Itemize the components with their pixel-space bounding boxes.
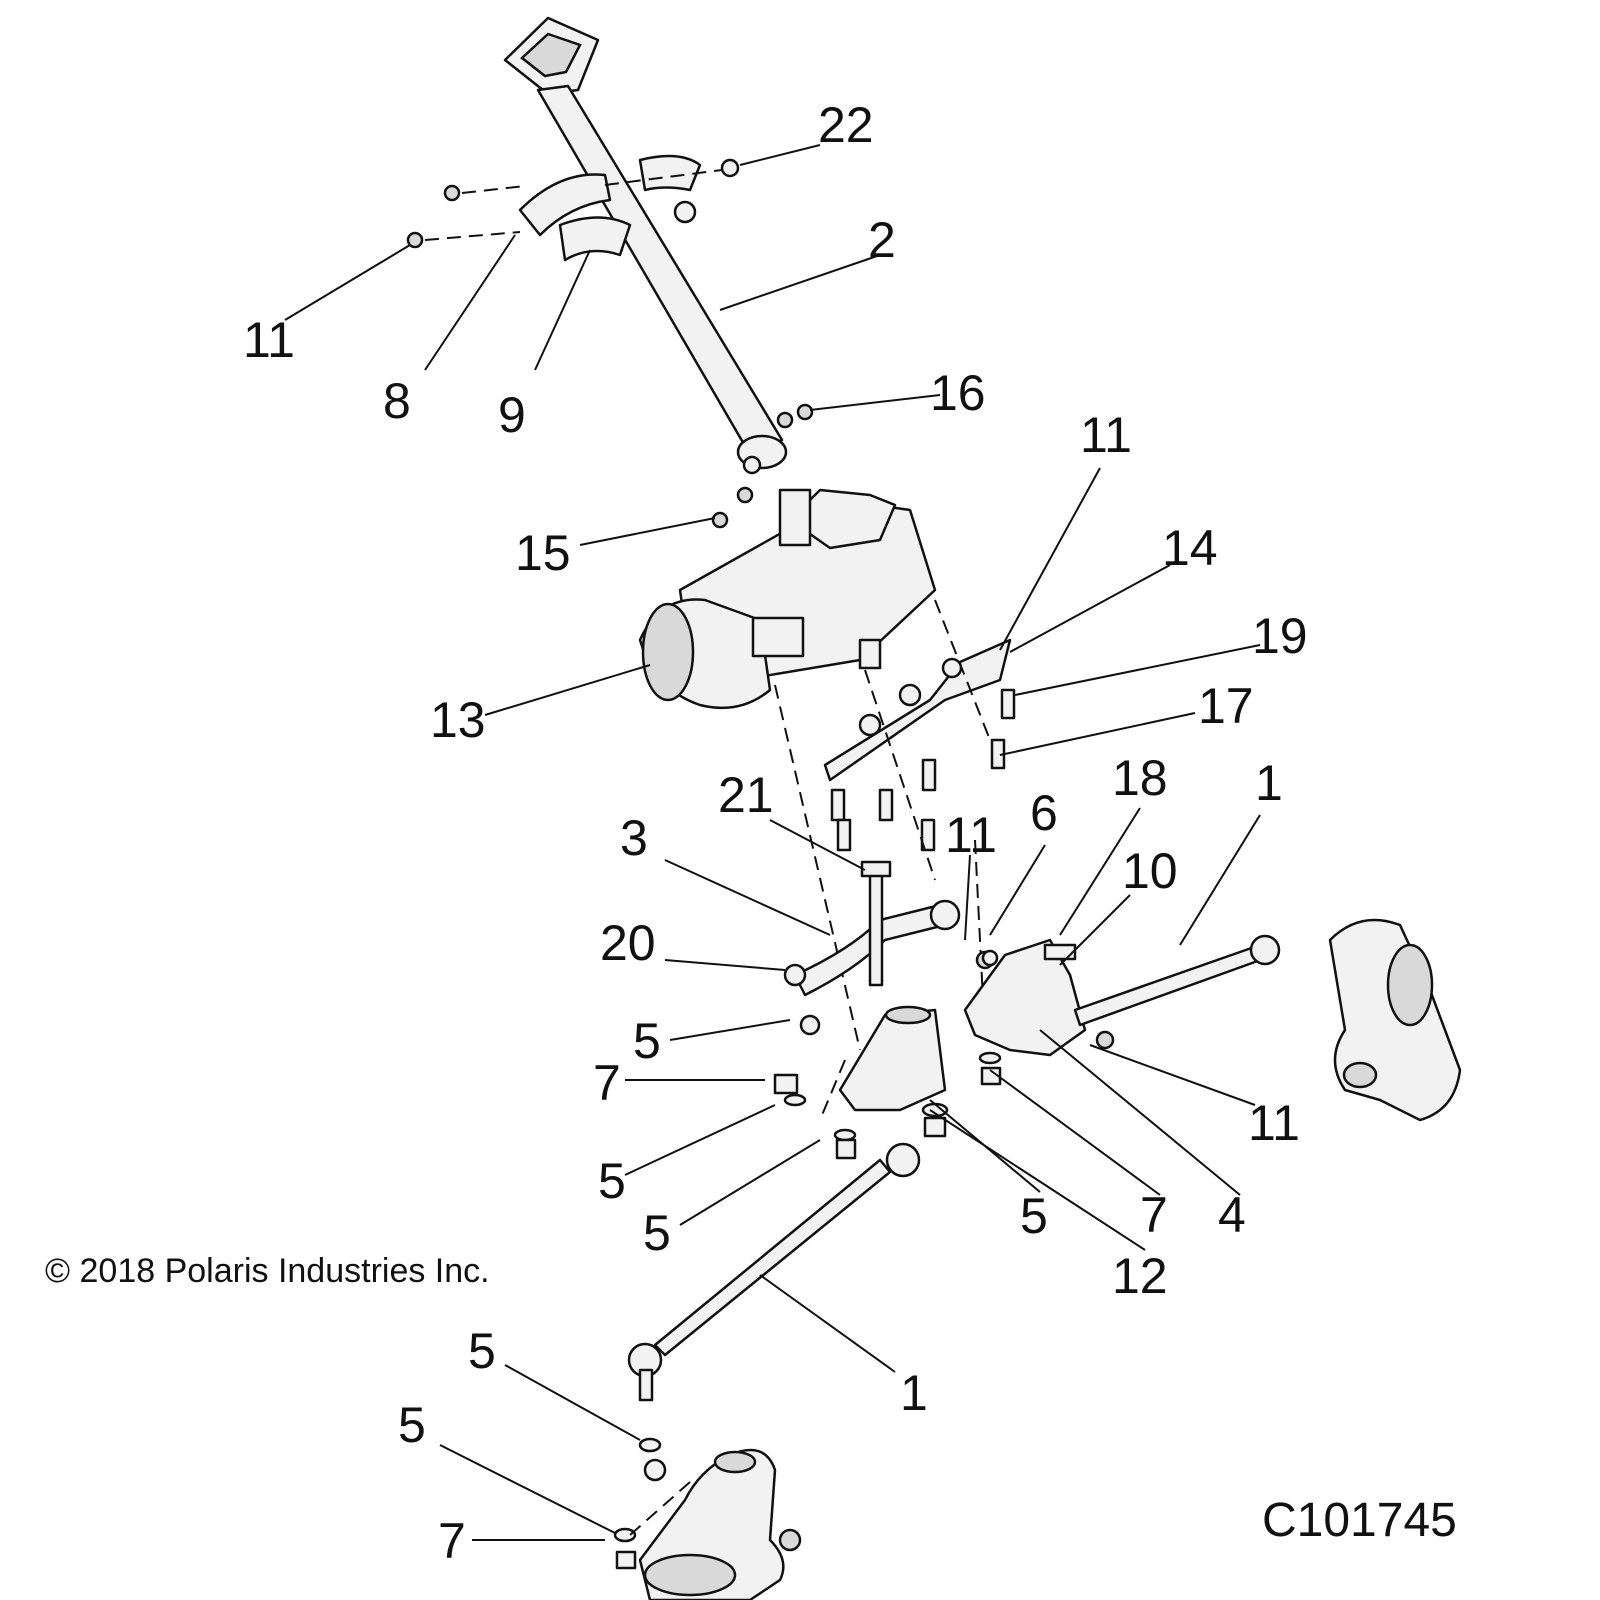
callout-1-a: 1	[1255, 755, 1283, 811]
mounting-plate	[823, 638, 1012, 782]
callout-10: 10	[1122, 843, 1178, 899]
washers-and-nuts	[613, 949, 1002, 1570]
steering-column	[503, 16, 788, 475]
callout-12: 12	[1112, 1248, 1168, 1304]
callout-11-c: 11	[945, 807, 997, 863]
callout-3: 3	[620, 810, 648, 866]
column-clamp-bracket	[518, 154, 740, 262]
callout-5-e: 5	[468, 1323, 496, 1379]
callout-7-c: 7	[438, 1513, 466, 1569]
callout-5-d: 5	[1020, 1188, 1048, 1244]
callout-5-a: 5	[633, 1013, 661, 1069]
callout-18: 18	[1112, 750, 1168, 806]
nut-right	[1095, 1030, 1115, 1050]
callout-14: 14	[1162, 520, 1218, 576]
callout-5-c: 5	[643, 1205, 671, 1261]
callout-7-a: 7	[593, 1055, 621, 1111]
callout-9: 9	[498, 387, 526, 443]
bellcrank-4	[963, 938, 1087, 1057]
callout-20: 20	[600, 915, 656, 971]
callout-19: 19	[1252, 608, 1308, 664]
callout-11-d: 11	[1248, 1095, 1300, 1151]
callout-1-b: 1	[900, 1365, 928, 1421]
callout-4: 4	[1218, 1187, 1246, 1243]
callout-15: 15	[515, 525, 571, 581]
callout-11-a: 11	[243, 312, 295, 368]
callout-7-b: 7	[1140, 1187, 1168, 1243]
callout-13: 13	[430, 692, 486, 748]
callout-8: 8	[383, 373, 411, 429]
figure-id: C101745	[1262, 1494, 1457, 1547]
steering-knuckle-right	[1328, 918, 1462, 1122]
callout-22: 22	[818, 97, 874, 153]
callout-5-f: 5	[398, 1397, 426, 1453]
electronic-power-steering-unit	[638, 488, 937, 710]
callout-labels: 22 2 11 8 9 16 11 14 15 19 13 17 21 18 1…	[243, 97, 1308, 1569]
callout-16: 16	[930, 365, 986, 421]
tie-rod-left	[627, 1142, 921, 1402]
copyright-notice: © 2018 Polaris Industries Inc.	[45, 1252, 490, 1290]
leader-lines	[284, 144, 1261, 1541]
callout-21: 21	[718, 767, 774, 823]
clamp-nuts	[406, 184, 814, 529]
bolt-21	[860, 860, 892, 987]
tie-rod-right	[1073, 934, 1281, 1027]
idler-arm-12	[838, 1005, 947, 1112]
callout-17: 17	[1198, 678, 1254, 734]
callout-5-b: 5	[598, 1153, 626, 1209]
callout-2: 2	[868, 212, 896, 268]
callout-6: 6	[1030, 785, 1058, 841]
steering-knuckle-left	[638, 1448, 802, 1600]
callout-11-b: 11	[1080, 407, 1132, 463]
